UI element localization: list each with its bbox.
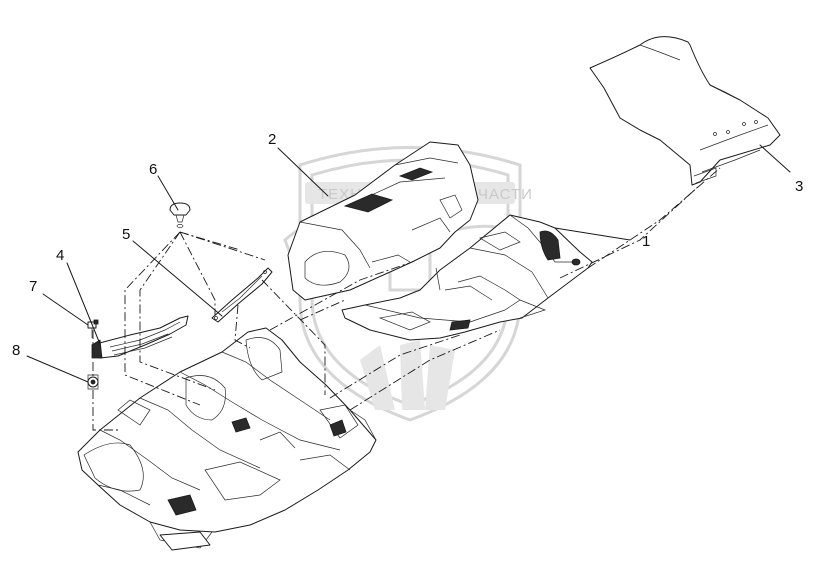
part-2-tunnel-cover — [287, 141, 479, 301]
callout-2: 2 — [268, 131, 276, 148]
part-1-middle-floor-panel — [341, 214, 593, 341]
callout-1: 1 — [642, 233, 650, 250]
callout-7: 7 — [29, 278, 37, 295]
part-8-nut — [87, 374, 99, 390]
part-6-plug — [169, 202, 191, 228]
main-floor-body — [77, 327, 377, 551]
leader-lines — [26, 144, 791, 383]
part-5-bracket — [211, 267, 273, 323]
callout-3: 3 — [795, 178, 803, 195]
part-4-heat-shield — [91, 315, 189, 359]
part-3-rear-floor-panel — [589, 36, 781, 186]
callout-5: 5 — [122, 226, 130, 243]
callout-8: 8 — [12, 342, 20, 359]
callout-6: 6 — [149, 161, 157, 178]
callout-4: 4 — [56, 247, 64, 264]
